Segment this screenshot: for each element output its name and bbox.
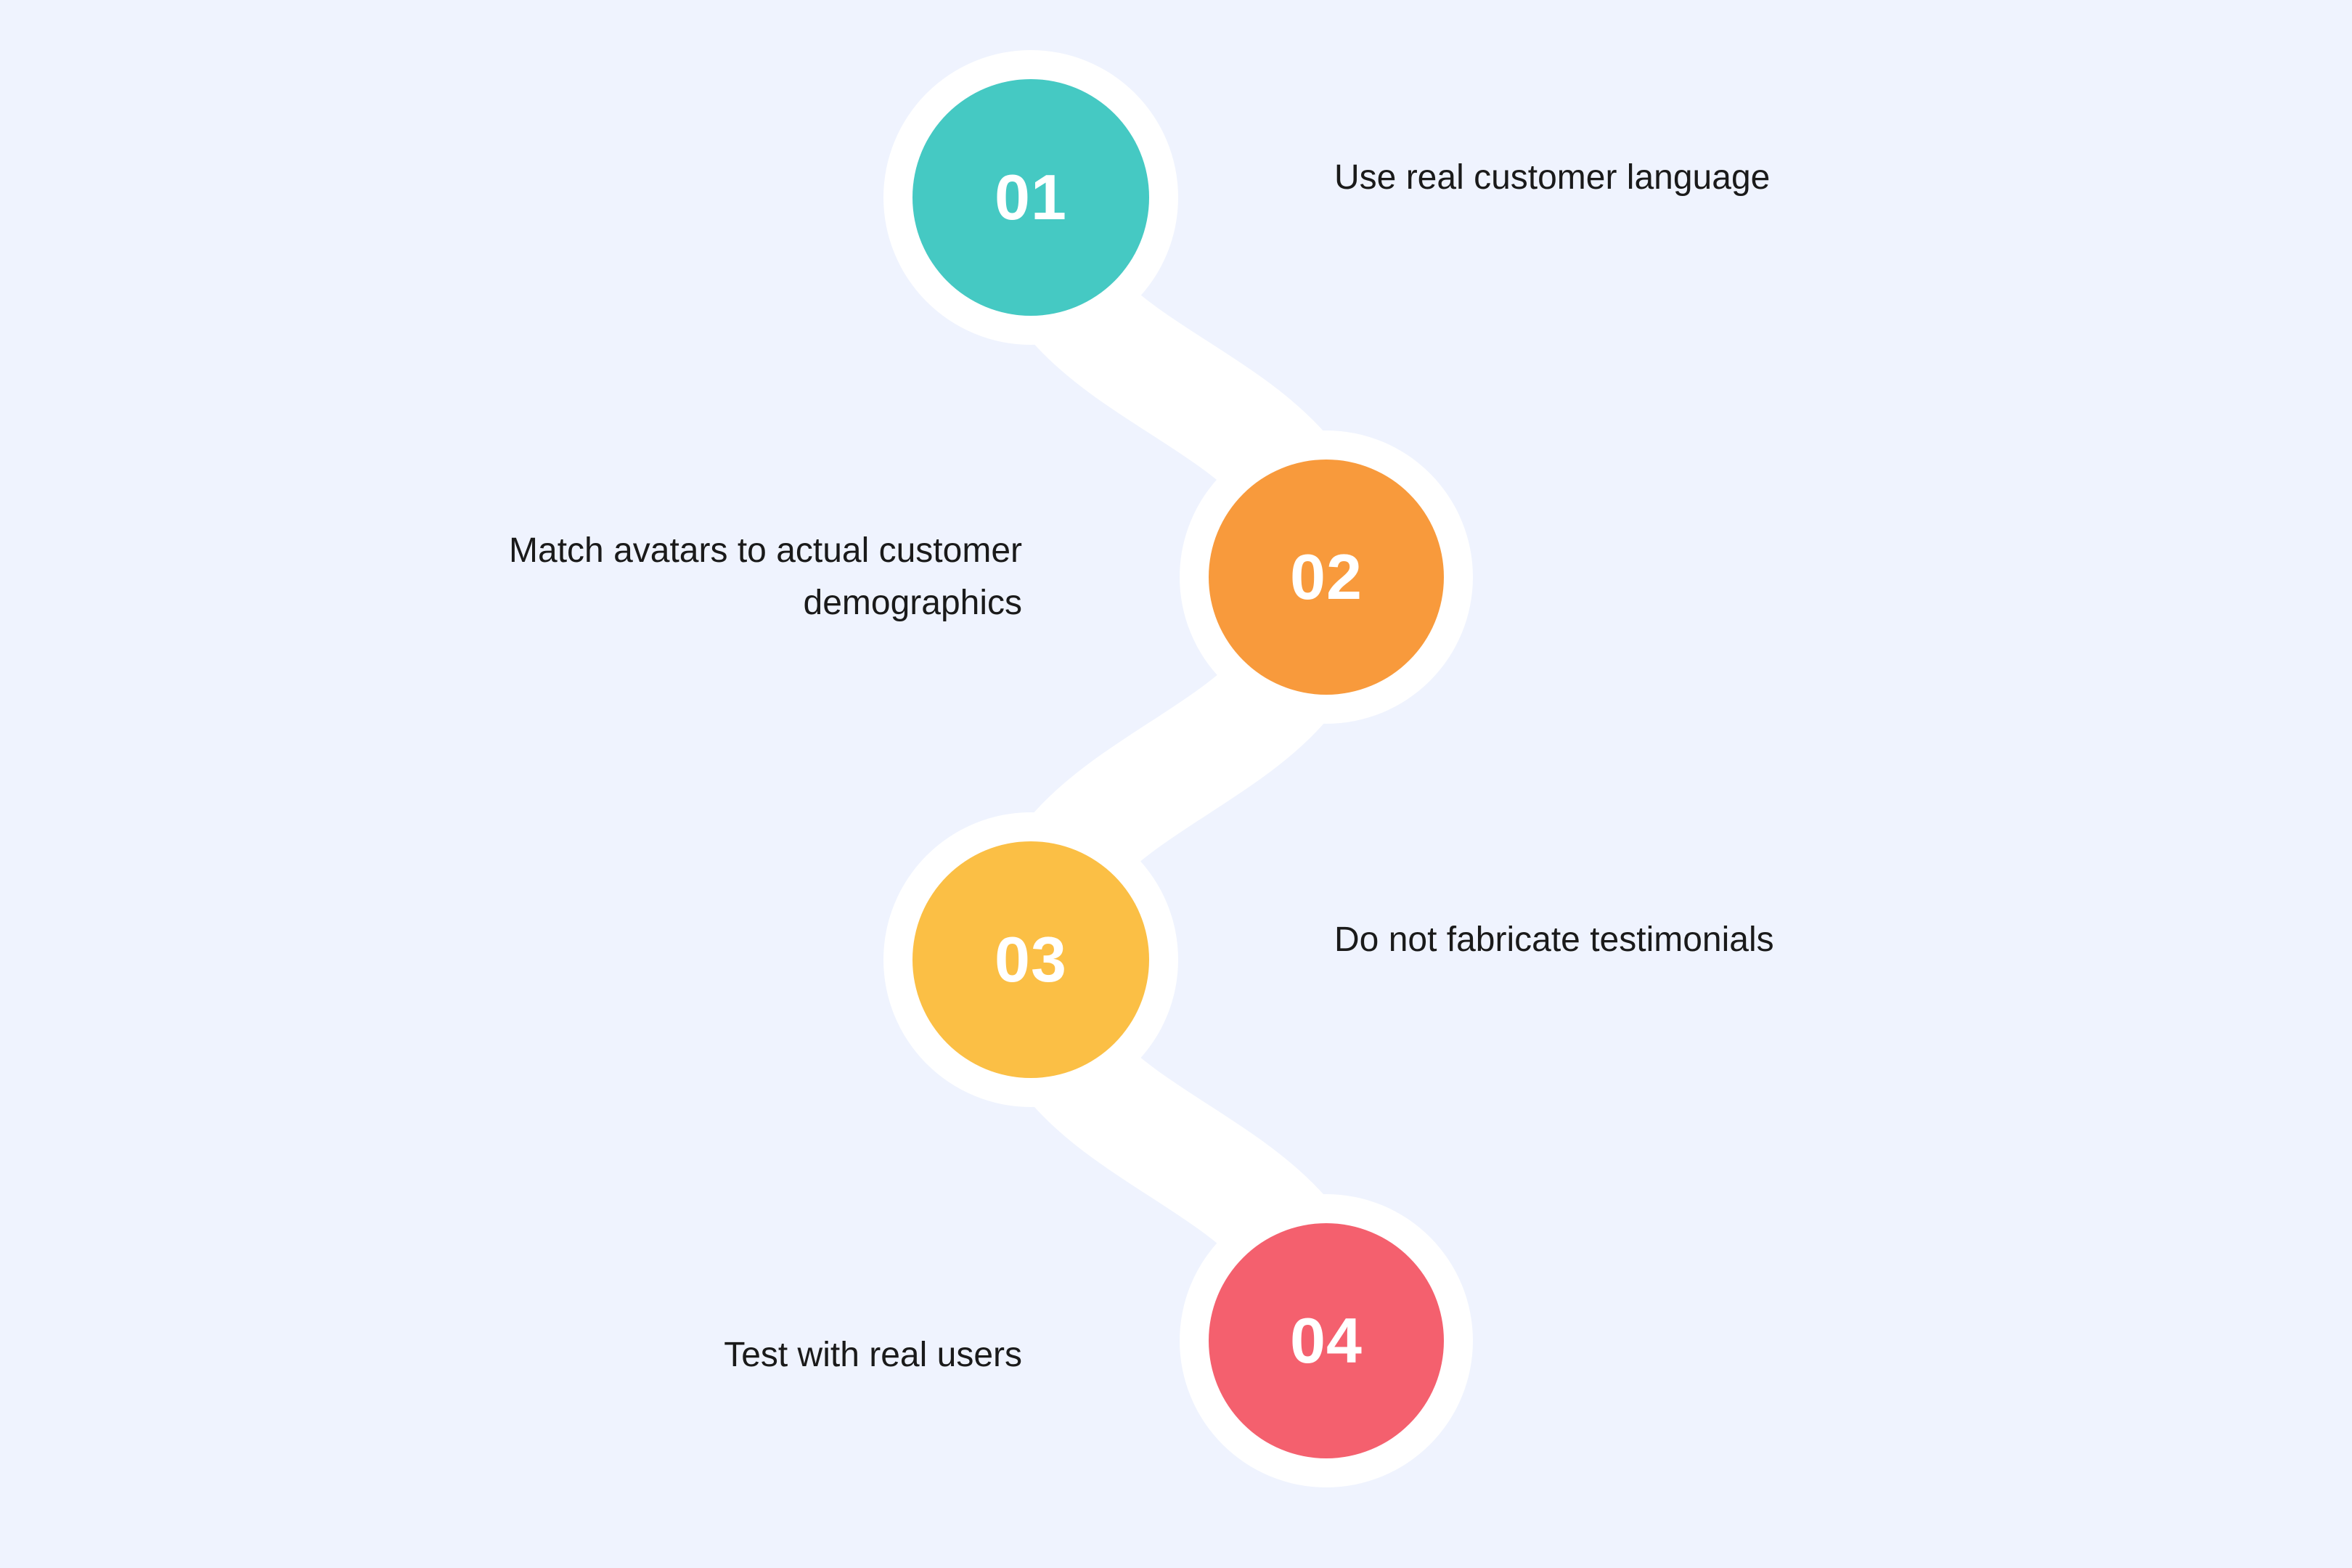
step-circle-03[interactable]: 03: [912, 841, 1149, 1078]
step-circle-04[interactable]: 04: [1209, 1223, 1444, 1458]
step-circle-01[interactable]: 01: [912, 79, 1149, 316]
step-label-03: Do not fabricate testimonials: [1334, 920, 1774, 959]
step-label-04: Test with real users: [724, 1336, 1022, 1374]
step-label-01: Use real customer language: [1334, 158, 1771, 197]
step-circle-02[interactable]: 02: [1209, 460, 1444, 695]
step-label-02: Match avatars to actual customer demogra…: [509, 531, 1022, 622]
